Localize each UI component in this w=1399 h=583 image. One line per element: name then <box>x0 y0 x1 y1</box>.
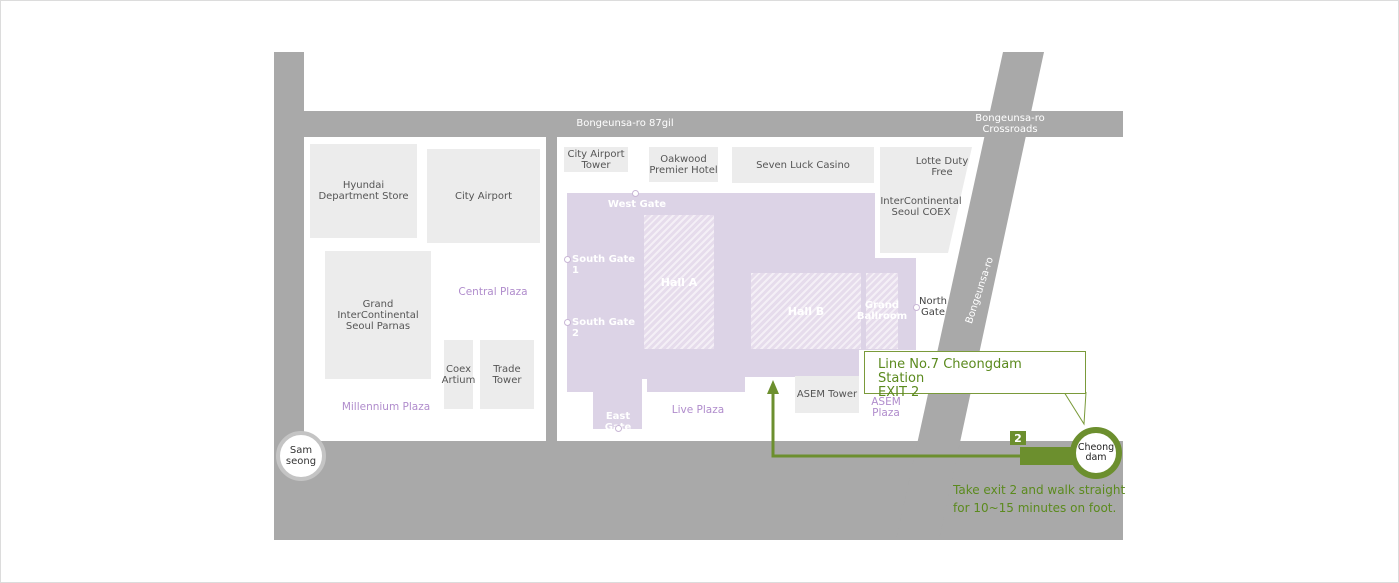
city-airport: City Airport <box>427 149 540 243</box>
grand-intercontinental: Grand InterContinental Seoul Parnas <box>325 251 431 379</box>
oakwood-premier-hotel: Oakwood Premier Hotel <box>649 147 718 182</box>
asem-plaza-label: ASEM Plaza <box>871 396 901 419</box>
east-gate-marker[interactable] <box>615 425 622 432</box>
live-plaza-label: Live Plaza <box>671 404 725 416</box>
callout-pointer <box>1064 392 1087 426</box>
hall-b[interactable]: Hall B <box>751 273 861 349</box>
samseong-station[interactable]: Sam seong <box>276 431 326 481</box>
road-label-top: Bongeunsa-ro 87gil <box>576 118 674 129</box>
block-north-strip <box>304 52 1123 111</box>
west-gate-marker[interactable] <box>632 190 639 197</box>
millennium-plaza-label: Millennium Plaza <box>341 401 431 413</box>
grand-ballroom[interactable]: Grand Ballroom <box>857 273 907 349</box>
hall-a[interactable]: Hall A <box>644 215 714 349</box>
lotte-intercontinental-shape <box>880 147 972 253</box>
road-label-crossroads: Bongeunsa-ro Crossroads <box>975 113 1045 135</box>
west-gate-label: West Gate <box>607 199 667 210</box>
intercontinental-seoul-coex: InterContinental Seoul COEX <box>880 196 962 218</box>
south-gate-2-marker[interactable] <box>564 319 571 326</box>
central-plaza-label: Central Plaza <box>458 286 528 298</box>
diagonal-road <box>896 52 1044 540</box>
north-gate-marker[interactable] <box>913 304 920 311</box>
exit-callout: Line No.7 Cheongdam Station EXIT 2 <box>864 351 1086 400</box>
south-gate-1-label: South Gate 1 <box>572 254 636 276</box>
north-gate-label: North Gate <box>919 296 947 318</box>
exit-2-badge[interactable]: 2 <box>1010 431 1026 445</box>
south-gate-2-label: South Gate 2 <box>572 317 636 339</box>
seven-luck-casino: Seven Luck Casino <box>732 147 874 183</box>
walking-route <box>767 380 1022 458</box>
asem-tower: ASEM Tower <box>795 376 859 413</box>
south-gate-1-marker[interactable] <box>564 256 571 263</box>
city-airport-tower: City Airport Tower <box>564 147 628 172</box>
walking-instructions: Take exit 2 and walk straight for 10~15 … <box>953 483 1126 515</box>
lotte-duty-free: Lotte Duty Free <box>915 156 969 178</box>
cheongdam-station[interactable]: Cheong dam <box>1070 427 1122 479</box>
hyundai-department-store: Hyundai Department Store <box>310 144 417 238</box>
coex-artium: Coex Artium <box>442 340 475 409</box>
trade-tower: Trade Tower <box>480 340 534 409</box>
